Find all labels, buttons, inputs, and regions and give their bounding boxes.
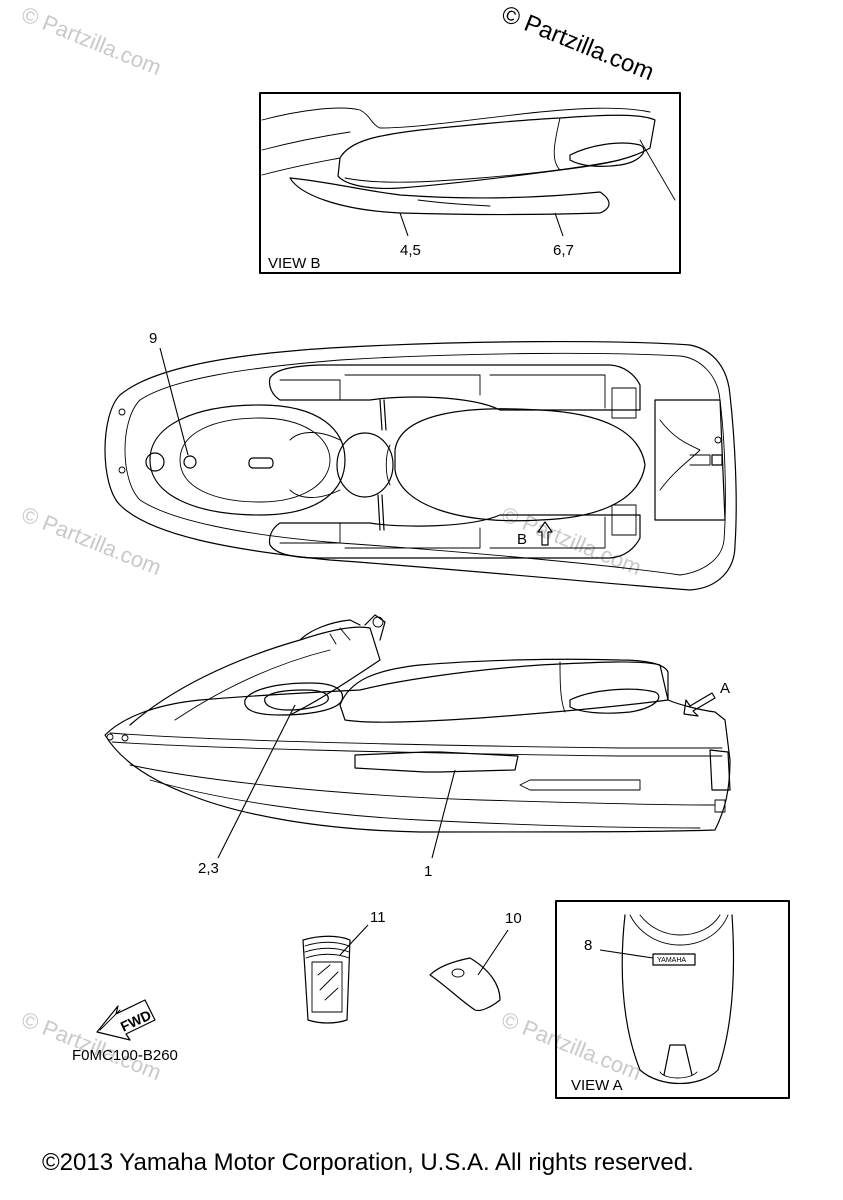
view-b-panel: 4,5 6,7 VIEW B (259, 92, 681, 274)
view-a-frame (555, 900, 790, 1099)
callout-11: 11 (370, 909, 386, 926)
top-view: B 9 (104, 330, 737, 591)
part-11-pouch: 11 (302, 909, 386, 1024)
callout-10: 10 (505, 910, 522, 927)
callout-4-5: 4,5 (400, 242, 421, 259)
view-b-label: VIEW B (268, 255, 321, 272)
watermark-top: © Partzilla.com (498, 1, 658, 87)
callout-8: 8 (584, 937, 592, 954)
part-10-plate: 10 (429, 910, 522, 1012)
callout-6-7: 6,7 (553, 242, 574, 259)
yamaha-decal-text: YAMAHA (657, 957, 686, 964)
callout-1: 1 (424, 863, 432, 880)
arrow-a-label: A (720, 680, 730, 697)
view-b-frame (259, 92, 681, 274)
side-view: A 2,3 1 (104, 614, 731, 880)
view-a-label: VIEW A (571, 1077, 623, 1094)
watermark-5: © Partzilla.com (498, 1006, 645, 1085)
yamaha-decal (652, 953, 696, 966)
watermark-1: © Partzilla.com (18, 1, 165, 80)
watermark-2: © Partzilla.com (18, 501, 165, 580)
callout-9: 9 (149, 330, 157, 347)
arrow-b-label: B (517, 531, 527, 548)
callout-2-3: 2,3 (198, 860, 219, 877)
view-a-panel: YAMAHA 8 VIEW A (555, 900, 790, 1099)
copyright-notice: ©2013 Yamaha Motor Corporation, U.S.A. A… (42, 1149, 694, 1176)
fwd-arrow: FWD (96, 999, 156, 1041)
diagram-code: F0MC100-B260 (72, 1047, 178, 1064)
